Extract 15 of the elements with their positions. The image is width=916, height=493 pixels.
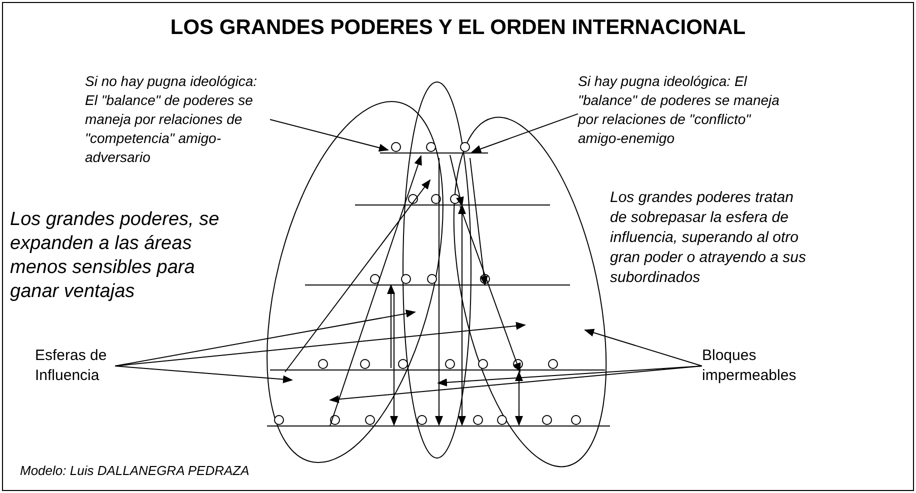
author-credit: Modelo: Luis DALLANEGRA PEDRAZA: [20, 463, 250, 478]
callout-text: Si hay pugna ideológica: El "balance" de poderes se maneja por relaciones de "conflicto" amigo-enemigo: [578, 72, 793, 148]
leader-line: [584, 328, 702, 366]
title: LOS GRANDES PODERES Y EL ORDEN INTERNACIONAL: [169, 16, 747, 40]
callout-text: Si no hay pugna ideológica: El "balance" de poderes se maneja por relaciones de "competencia" amigo-adversario: [85, 72, 270, 167]
leader-line: [329, 366, 702, 404]
callout-text: Bloques impermeables: [702, 346, 807, 386]
annotation-text: Los grandes poderes tratan de sobrepasar la esfera de influencia, superando al otro gran poder o atrayendo a sus subordinados: [610, 188, 810, 288]
annotation-text: Los grandes poderes, se expanden a las áreas menos sensibles para ganar ventajas: [10, 208, 225, 304]
leader-line: [114, 322, 526, 366]
leader-line: [114, 310, 416, 366]
leader-line: [114, 366, 293, 384]
leader-line: [270, 119, 389, 152]
callout-text: Esferas de Influencia: [35, 346, 115, 386]
leader-line: [471, 113, 578, 153]
